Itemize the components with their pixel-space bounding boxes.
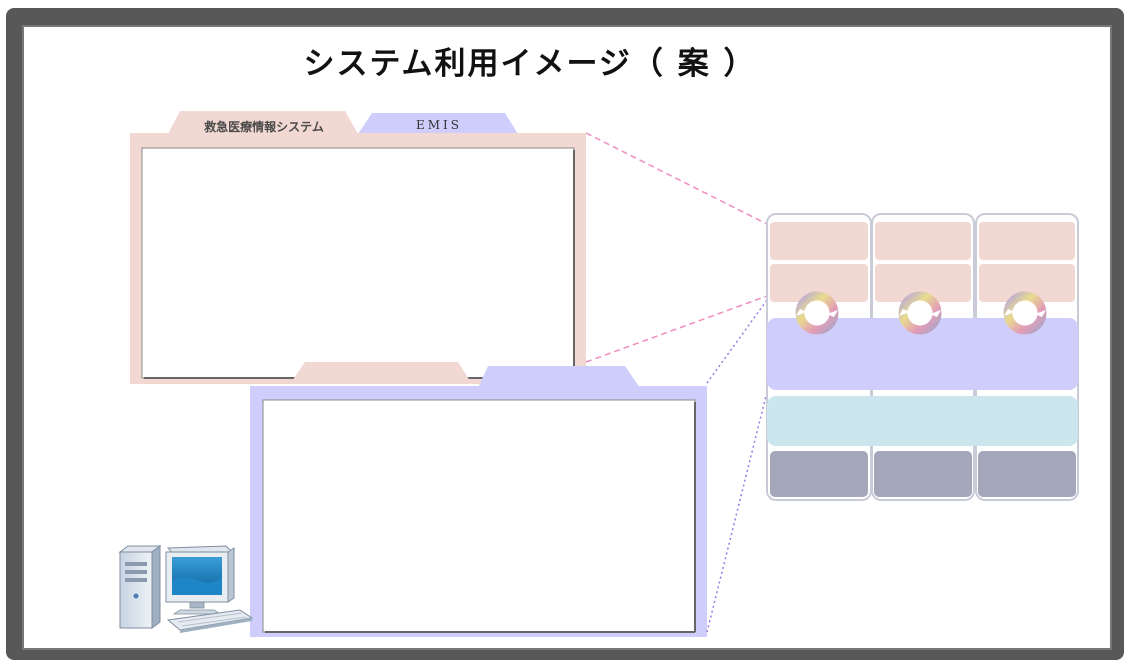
sync-cycle-icon <box>795 291 839 335</box>
base-cell-3 <box>978 451 1076 497</box>
sync-cycle-icon <box>898 291 942 335</box>
sync-cycle-icon <box>1003 291 1047 335</box>
emis-tab-on-pink <box>358 113 518 134</box>
emergency-system-screen <box>141 147 575 379</box>
blue-connector-top <box>706 299 768 384</box>
emergency-system-tab <box>168 111 358 134</box>
app-cell-1a <box>770 222 868 260</box>
emis-tab-on-blue <box>478 366 640 388</box>
emis-screen <box>262 399 696 633</box>
base-cell-1 <box>770 451 868 497</box>
emis-tab-label: EMIS <box>415 118 462 132</box>
app-cell-1b <box>770 264 868 302</box>
platform-layer <box>767 318 1078 390</box>
connector-lines <box>585 132 768 633</box>
server-stack <box>766 213 1079 501</box>
middleware-layer <box>767 396 1078 446</box>
pink-connector-top <box>585 132 768 225</box>
blue-connector-bottom <box>706 391 768 633</box>
base-cell-2 <box>874 451 972 497</box>
pink-connector-bottom <box>585 295 768 363</box>
emis-window <box>250 362 707 637</box>
app-cell-3b <box>979 264 1075 302</box>
desktop-computer-icon <box>118 545 254 633</box>
app-cell-2a <box>875 222 971 260</box>
page-title: システム利用イメージ（ 案 ） <box>303 46 757 82</box>
pink-tab-on-blue <box>290 362 472 384</box>
app-cell-2b <box>875 264 971 302</box>
app-cell-3a <box>979 222 1075 260</box>
emergency-system-tab-label: 救急医療情報システム <box>204 120 324 134</box>
emergency-system-window <box>130 111 586 384</box>
